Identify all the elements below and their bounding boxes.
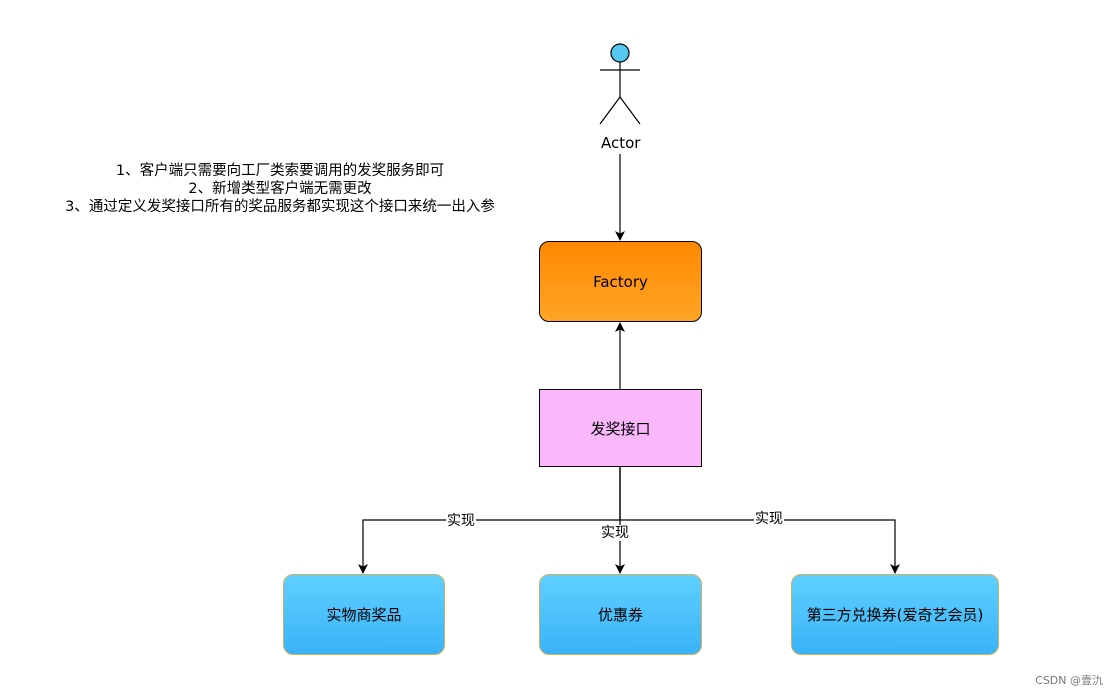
implementation-label: 实物商奖品 — [326, 606, 402, 624]
note-line: 2、新增类型客户端无需更改 — [188, 181, 372, 197]
implementation-label: 优惠券 — [597, 606, 643, 624]
edge-label-implements: 实现 — [754, 511, 784, 527]
notes-text: 1、客户端只需要向工厂类索要调用的发奖服务即可 2、新增类型客户端无需更改 3、… — [20, 162, 540, 216]
edge-interface-leaf1 — [358, 467, 621, 574]
implementation-node-coupon[interactable]: 优惠券 — [539, 574, 702, 655]
implementation-label: 第三方兑换券(爱奇艺会员) — [806, 606, 984, 624]
implementation-node-physical-prize[interactable]: 实物商奖品 — [283, 574, 445, 655]
interface-label: 发奖接口 — [590, 419, 651, 438]
actor-figure — [599, 43, 641, 125]
edge-label-implements: 实现 — [446, 513, 476, 529]
actor-label: Actor — [601, 134, 641, 152]
note-line: 1、客户端只需要向工厂类索要调用的发奖服务即可 — [115, 163, 445, 179]
note-line: 3、通过定义发奖接口所有的奖品服务都实现这个接口来统一出入参 — [65, 199, 495, 215]
factory-node[interactable]: Factory — [539, 241, 702, 322]
actor-head — [610, 43, 630, 63]
watermark: CSDN @壹氿 — [1035, 674, 1103, 687]
factory-label: Factory — [593, 272, 648, 291]
edge-label-implements: 实现 — [600, 525, 630, 541]
implementation-node-third-party-voucher[interactable]: 第三方兑换券(爱奇艺会员) — [791, 574, 999, 655]
interface-node[interactable]: 发奖接口 — [539, 389, 702, 467]
